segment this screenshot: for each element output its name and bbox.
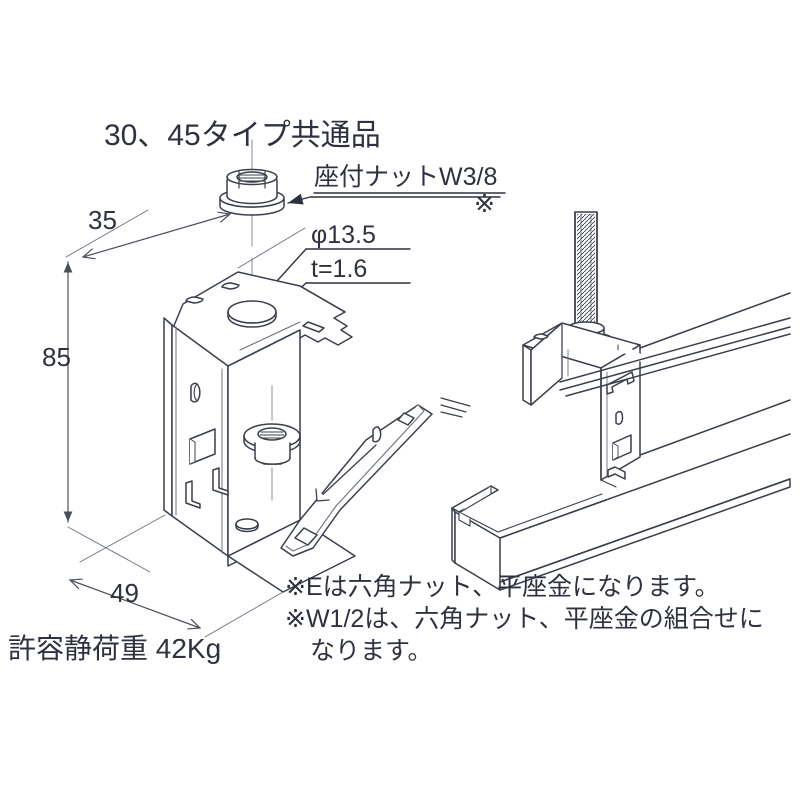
hook-tabs bbox=[185, 467, 229, 509]
seat-nut-label: 座付ナットW3/8 bbox=[314, 163, 498, 191]
threaded-rod bbox=[574, 211, 598, 331]
assembly-arrow-marks bbox=[440, 397, 471, 418]
note-line-1: ※Eは六角ナット、平座金になります。 bbox=[285, 573, 720, 601]
arm-slot bbox=[372, 426, 382, 443]
c-channel-rail bbox=[451, 292, 791, 591]
hole-diameter-label: φ13.5 bbox=[311, 221, 376, 249]
dimension-label-height: 85 bbox=[42, 342, 71, 372]
direction-arrow bbox=[315, 444, 377, 502]
common-parts-label: 30、45タイプ共通品 bbox=[104, 119, 381, 152]
asterisk-mark-label: ※ bbox=[474, 190, 495, 218]
dimension-label-depth: 49 bbox=[110, 578, 139, 608]
load-rating-label: 許容静荷重 42Kg bbox=[8, 633, 222, 664]
bracket-saddle bbox=[522, 322, 641, 488]
oblong-hole-left bbox=[190, 382, 201, 403]
note-line-3: なります。 bbox=[310, 637, 433, 665]
lower-seat-nut bbox=[243, 385, 301, 501]
square-punch-left bbox=[189, 428, 216, 465]
thickness-label: t=1.6 bbox=[311, 255, 368, 283]
dimension-label-width: 35 bbox=[88, 205, 117, 235]
note-line-2: ※W1/2は、六角ナット、平座金の組合せに bbox=[285, 605, 764, 633]
flat-arm-bracket bbox=[280, 404, 433, 557]
seat-nut-part bbox=[219, 168, 285, 216]
dimension-lines bbox=[63, 209, 306, 638]
leader-seat-nut bbox=[287, 193, 501, 205]
